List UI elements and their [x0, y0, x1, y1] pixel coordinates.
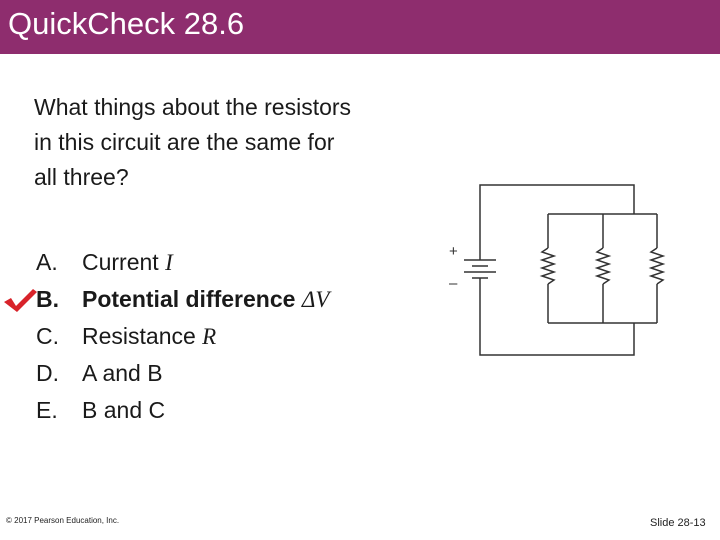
- option-symbol: R: [202, 324, 217, 349]
- copyright-text: © 2017 Pearson Education, Inc.: [6, 516, 120, 525]
- option-text: Current I: [82, 244, 173, 281]
- option-text: Resistance R: [82, 318, 216, 355]
- question-line: What things about the resistors: [34, 94, 352, 120]
- option-letter: D.: [36, 360, 59, 386]
- option-symbol: I: [165, 250, 173, 275]
- option-symbol: ΔV: [301, 287, 330, 312]
- option-label: Current: [82, 249, 166, 275]
- question-line: in this circuit are the same for: [34, 129, 335, 155]
- slide-number: Slide 28-13: [650, 517, 706, 529]
- checkmark-icon: [4, 289, 37, 312]
- option-letter: B.: [36, 286, 59, 312]
- option-label: A and B: [82, 360, 163, 386]
- option-label: Resistance: [82, 323, 203, 349]
- resistor-3: [648, 247, 666, 285]
- plus-label: +: [449, 243, 458, 260]
- resistor-2: [594, 247, 612, 285]
- minus-label: –: [449, 275, 458, 292]
- option-text: Potential difference ΔV: [82, 281, 329, 318]
- option-text: B and C: [82, 392, 165, 429]
- question-line: all three?: [34, 164, 129, 190]
- option-letter: A.: [36, 249, 58, 275]
- option-text: A and B: [82, 355, 163, 392]
- battery-icon: [464, 259, 496, 279]
- question-text: What things about the resistors in this …: [34, 90, 434, 195]
- circuit-wire: [479, 284, 635, 356]
- option-letter: E.: [36, 397, 58, 423]
- resistor-1: [539, 247, 557, 285]
- circuit-diagram: + –: [449, 184, 666, 356]
- circuit-wire: [479, 184, 635, 244]
- title-bar: QuickCheck 28.6: [0, 0, 720, 54]
- option-label: B and C: [82, 397, 166, 423]
- option-label: Potential difference: [82, 286, 302, 312]
- option-letter: C.: [36, 323, 59, 349]
- slide-title: QuickCheck 28.6: [8, 6, 245, 41]
